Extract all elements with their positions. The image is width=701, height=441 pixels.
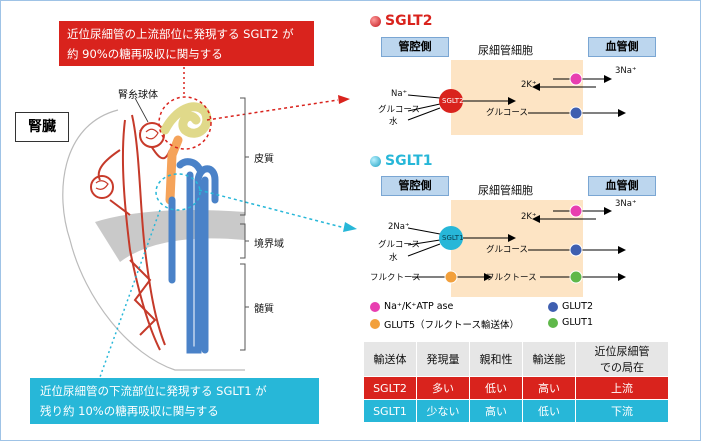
legend-glut2-text: GLUT2 <box>562 301 593 312</box>
glut1-icon <box>569 270 583 284</box>
sglt2-na-out: 3Na⁺ <box>615 66 637 76</box>
sglt2-k: 2K⁺ <box>521 80 537 90</box>
sglt1-dot-icon <box>370 155 381 167</box>
glut2-legend-icon <box>548 301 558 312</box>
sglt1-fructose: フルクトース <box>370 273 421 283</box>
sglt2-na: Na⁺ <box>391 89 408 99</box>
legend-atpase: Na⁺/K⁺ATP ase <box>370 301 453 312</box>
table-row: SGLT1 少ない 高い 低い 下流 <box>363 399 669 423</box>
sglt2-callout-line1: 近位尿細管の上流部位に発現する SGLT2 が <box>67 27 294 41</box>
sglt1-glucose: グルコース <box>378 240 420 250</box>
sglt1-cell-label: 尿細管細胞 <box>478 184 533 197</box>
legend-glut5-text: GLUT5（フルクトース輸送体） <box>384 320 520 331</box>
sglt1-callout-line1: 近位尿細管の下流部位に発現する SGLT1 が <box>40 384 267 398</box>
sglt2-dot-icon <box>370 15 381 27</box>
sglt2-glucose: グルコース <box>378 105 420 115</box>
header-localization: 近位尿細管 での局在 <box>575 341 669 377</box>
sglt2-title: SGLT2 <box>370 13 432 29</box>
border-zone-label: 境界域 <box>254 239 284 250</box>
sglt2-lumen-tag: 管腔側 <box>381 37 449 57</box>
table-cell: 高い <box>522 376 576 400</box>
sglt1-water: 水 <box>389 253 398 263</box>
small-glomerulus-icon <box>90 175 114 199</box>
loop-of-henle <box>168 158 219 354</box>
glut1-legend-icon <box>548 317 558 328</box>
legend-glut5: GLUT5（フルクトース輸送体） <box>370 317 519 331</box>
sglt2-transporter-label: SGLT2 <box>442 97 464 105</box>
atpase-legend-icon <box>370 301 380 312</box>
proximal-tubule-straight <box>165 135 183 205</box>
table-cell: 低い <box>469 376 523 400</box>
sglt2-glucose-cell: グルコース <box>486 108 528 118</box>
border-bracket <box>240 223 249 259</box>
sglt2-blood-tag: 血管側 <box>588 37 656 57</box>
sglt1-transporter-label: SGLT1 <box>442 234 464 242</box>
header-localization-line1: 近位尿細管 <box>594 345 650 358</box>
table-cell: 多い <box>416 376 470 400</box>
sglt1-k: 2K⁺ <box>521 212 537 222</box>
sglt1-leader <box>198 189 346 229</box>
atpase-icon <box>569 204 583 218</box>
cortex-bracket <box>240 97 249 216</box>
table-cell: 低い <box>522 399 576 423</box>
sglt1-callout: 近位尿細管の下流部位に発現する SGLT1 が 残り約 10%の糖再吸収に関与す… <box>30 378 319 424</box>
sglt1-na-out: 3Na⁺ <box>615 199 637 209</box>
glut2-icon <box>569 106 583 120</box>
sglt2-callout-line2: 約 90%の糖再吸収に関与する <box>67 47 223 61</box>
kidney-outline <box>62 109 245 371</box>
sglt2-water: 水 <box>389 117 398 127</box>
sglt2-title-text: SGLT2 <box>385 13 433 29</box>
table-cell: 高い <box>469 399 523 423</box>
header-capacity: 輸送能 <box>522 341 576 377</box>
sglt1-glucose-cell: グルコース <box>486 245 528 255</box>
legend-atpase-text: Na⁺/K⁺ATP ase <box>384 301 454 312</box>
header-transporter: 輸送体 <box>363 341 417 377</box>
header-affinity: 親和性 <box>469 341 523 377</box>
sglt1-title-text: SGLT1 <box>385 153 433 169</box>
downstream-marker <box>155 173 201 211</box>
sglt1-callout-line2: 残り約 10%の糖再吸収に関与する <box>40 404 219 418</box>
sglt2-transporter-icon <box>439 89 463 113</box>
legend-glut1-text: GLUT1 <box>562 317 593 328</box>
glut2-icon <box>569 243 583 257</box>
upstream-marker <box>158 96 212 150</box>
legend-glut1: GLUT1 <box>548 317 593 328</box>
sglt2-leader <box>206 99 339 121</box>
sglt1-na: 2Na⁺ <box>388 222 410 232</box>
medulla-label: 髄質 <box>254 304 274 315</box>
proximal-tubule-convoluted <box>160 102 212 138</box>
medulla-bracket <box>240 263 249 351</box>
glut5-legend-icon <box>370 319 380 329</box>
table-cell: SGLT2 <box>363 376 417 400</box>
legend-glut2: GLUT2 <box>548 301 593 312</box>
atpase-icon <box>569 72 583 86</box>
cortex-label: 皮質 <box>254 154 274 165</box>
sglt2-cell <box>451 60 583 135</box>
table-header-row: 輸送体 発現量 親和性 輸送能 近位尿細管 での局在 <box>363 341 669 377</box>
table-cell: 上流 <box>575 376 669 400</box>
header-localization-line2: での局在 <box>600 361 644 374</box>
glomerulus-label: 腎糸球体 <box>118 90 158 101</box>
sglt1-title: SGLT1 <box>370 153 432 169</box>
table-cell: SGLT1 <box>363 399 417 423</box>
sglt1-blood-tag: 血管側 <box>588 176 656 196</box>
sglt2-callout: 近位尿細管の上流部位に発現する SGLT2 が 約 90%の糖再吸収に関与する <box>59 21 314 66</box>
glut5-icon <box>444 270 458 284</box>
sglt1-cell <box>451 200 583 297</box>
sglt1-transporter-icon <box>439 226 463 250</box>
sglt1-lumen-tag: 管腔側 <box>381 176 449 196</box>
sglt2-cell-label: 尿細管細胞 <box>478 44 533 57</box>
comparison-table: 輸送体 発現量 親和性 輸送能 近位尿細管 での局在 SGLT2 多い 低い 高… <box>363 341 669 423</box>
table-cell: 少ない <box>416 399 470 423</box>
sglt1-fructose-cell: フルクトース <box>486 273 537 283</box>
table-row: SGLT2 多い 低い 高い 上流 <box>363 376 669 400</box>
header-expression: 発現量 <box>416 341 470 377</box>
table-cell: 下流 <box>575 399 669 423</box>
glomerulus-icon <box>139 122 165 148</box>
kidney-label: 腎臓 <box>15 112 69 142</box>
